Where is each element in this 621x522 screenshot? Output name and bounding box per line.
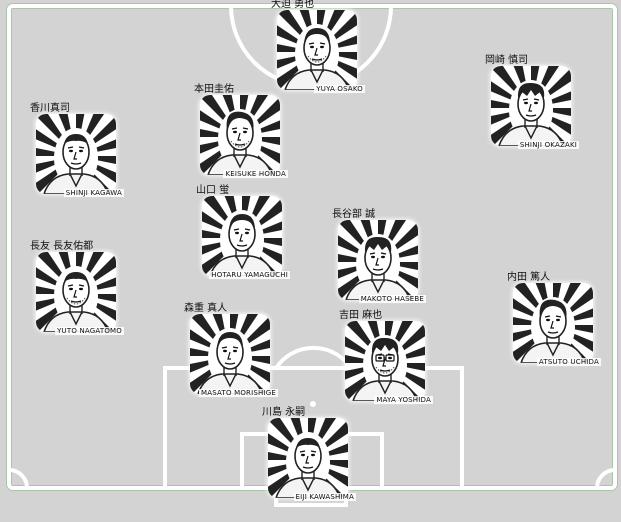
player-card-okazaki[interactable]: 岡崎 慎司 SHINJI OKAZAKI	[485, 55, 579, 149]
player-name-english: MAYA YOSHIDA	[374, 396, 433, 404]
player-portrait	[338, 220, 418, 300]
player-portrait	[277, 10, 357, 90]
player-name-english: MAKOTO HASEBE	[358, 295, 426, 303]
player-name-japanese: 長谷部 誠	[332, 209, 376, 220]
player-name-english: YUYA OSAKO	[314, 85, 365, 93]
player-portrait	[491, 66, 571, 146]
player-name-japanese: 香川真司	[30, 103, 70, 114]
player-card-yoshida[interactable]: 吉田 麻也 MAYA YOSHIDA	[339, 310, 433, 404]
portrait-drawing	[491, 66, 571, 146]
player-card-kagawa[interactable]: 香川真司 SHINJI KAGAWA	[30, 103, 124, 197]
player-name-japanese: 岡崎 慎司	[485, 55, 529, 66]
player-name-english: YUTO NAGATOMO	[55, 327, 124, 335]
corner-arc-right	[595, 468, 616, 489]
player-card-kawashima[interactable]: 川島 永嗣 EIJI KAWASHIMA	[262, 407, 356, 501]
portrait-drawing	[338, 220, 418, 300]
portrait-drawing	[190, 314, 270, 394]
player-card-osako[interactable]: 大迫 勇也 YUYA OSAKO	[271, 0, 365, 93]
player-portrait	[36, 252, 116, 332]
player-name-japanese: 山口 蛍	[196, 185, 230, 196]
player-portrait	[202, 196, 282, 276]
player-name-english: SHINJI OKAZAKI	[517, 141, 579, 149]
player-card-uchida[interactable]: 内田 篤人 ATSUTO UCHIDA	[507, 272, 601, 366]
portrait-drawing	[277, 10, 357, 90]
penalty-arc	[274, 345, 353, 370]
player-name-english: SHINJI KAGAWA	[63, 189, 124, 197]
player-card-yamaguchi[interactable]: 山口 蛍 HOTARU YAMAGUCHI	[196, 185, 290, 279]
penalty-spot	[310, 401, 316, 407]
player-portrait	[268, 418, 348, 498]
portrait-drawing	[268, 418, 348, 498]
portrait-drawing	[200, 95, 280, 175]
portrait-drawing	[345, 321, 425, 401]
player-portrait	[36, 114, 116, 194]
player-card-morishige[interactable]: 森重 真人 MASATO MORISHIGE	[184, 303, 278, 397]
player-name-japanese: 吉田 麻也	[339, 310, 383, 321]
player-portrait	[190, 314, 270, 394]
player-name-japanese: 内田 篤人	[507, 272, 551, 283]
corner-arc-left	[8, 468, 29, 489]
player-name-english: EIJI KAWASHIMA	[293, 493, 356, 501]
player-name-japanese: 大迫 勇也	[271, 0, 315, 10]
player-name-english: KEISUKE HONDA	[223, 170, 288, 178]
portrait-drawing	[36, 114, 116, 194]
player-name-japanese: 長友 長友佑都	[30, 241, 94, 252]
player-card-honda[interactable]: 本田圭佑 KEISUKE HONDA	[194, 84, 288, 178]
player-card-hasebe[interactable]: 長谷部 誠 MAKOTO HASEBE	[332, 209, 426, 303]
portrait-drawing	[202, 196, 282, 276]
player-name-japanese: 森重 真人	[184, 303, 228, 314]
player-name-english: MASATO MORISHIGE	[199, 389, 278, 397]
penalty-box	[163, 366, 464, 488]
player-name-japanese: 本田圭佑	[194, 84, 234, 95]
player-name-japanese: 川島 永嗣	[262, 407, 306, 418]
player-name-english: ATSUTO UCHIDA	[536, 358, 601, 366]
portrait-drawing	[36, 252, 116, 332]
player-portrait	[345, 321, 425, 401]
portrait-drawing	[513, 283, 593, 363]
player-name-english: HOTARU YAMAGUCHI	[209, 271, 290, 279]
player-portrait	[200, 95, 280, 175]
player-card-nagatomo[interactable]: 長友 長友佑都 YUTO NAGATOMO	[30, 241, 124, 335]
player-portrait	[513, 283, 593, 363]
